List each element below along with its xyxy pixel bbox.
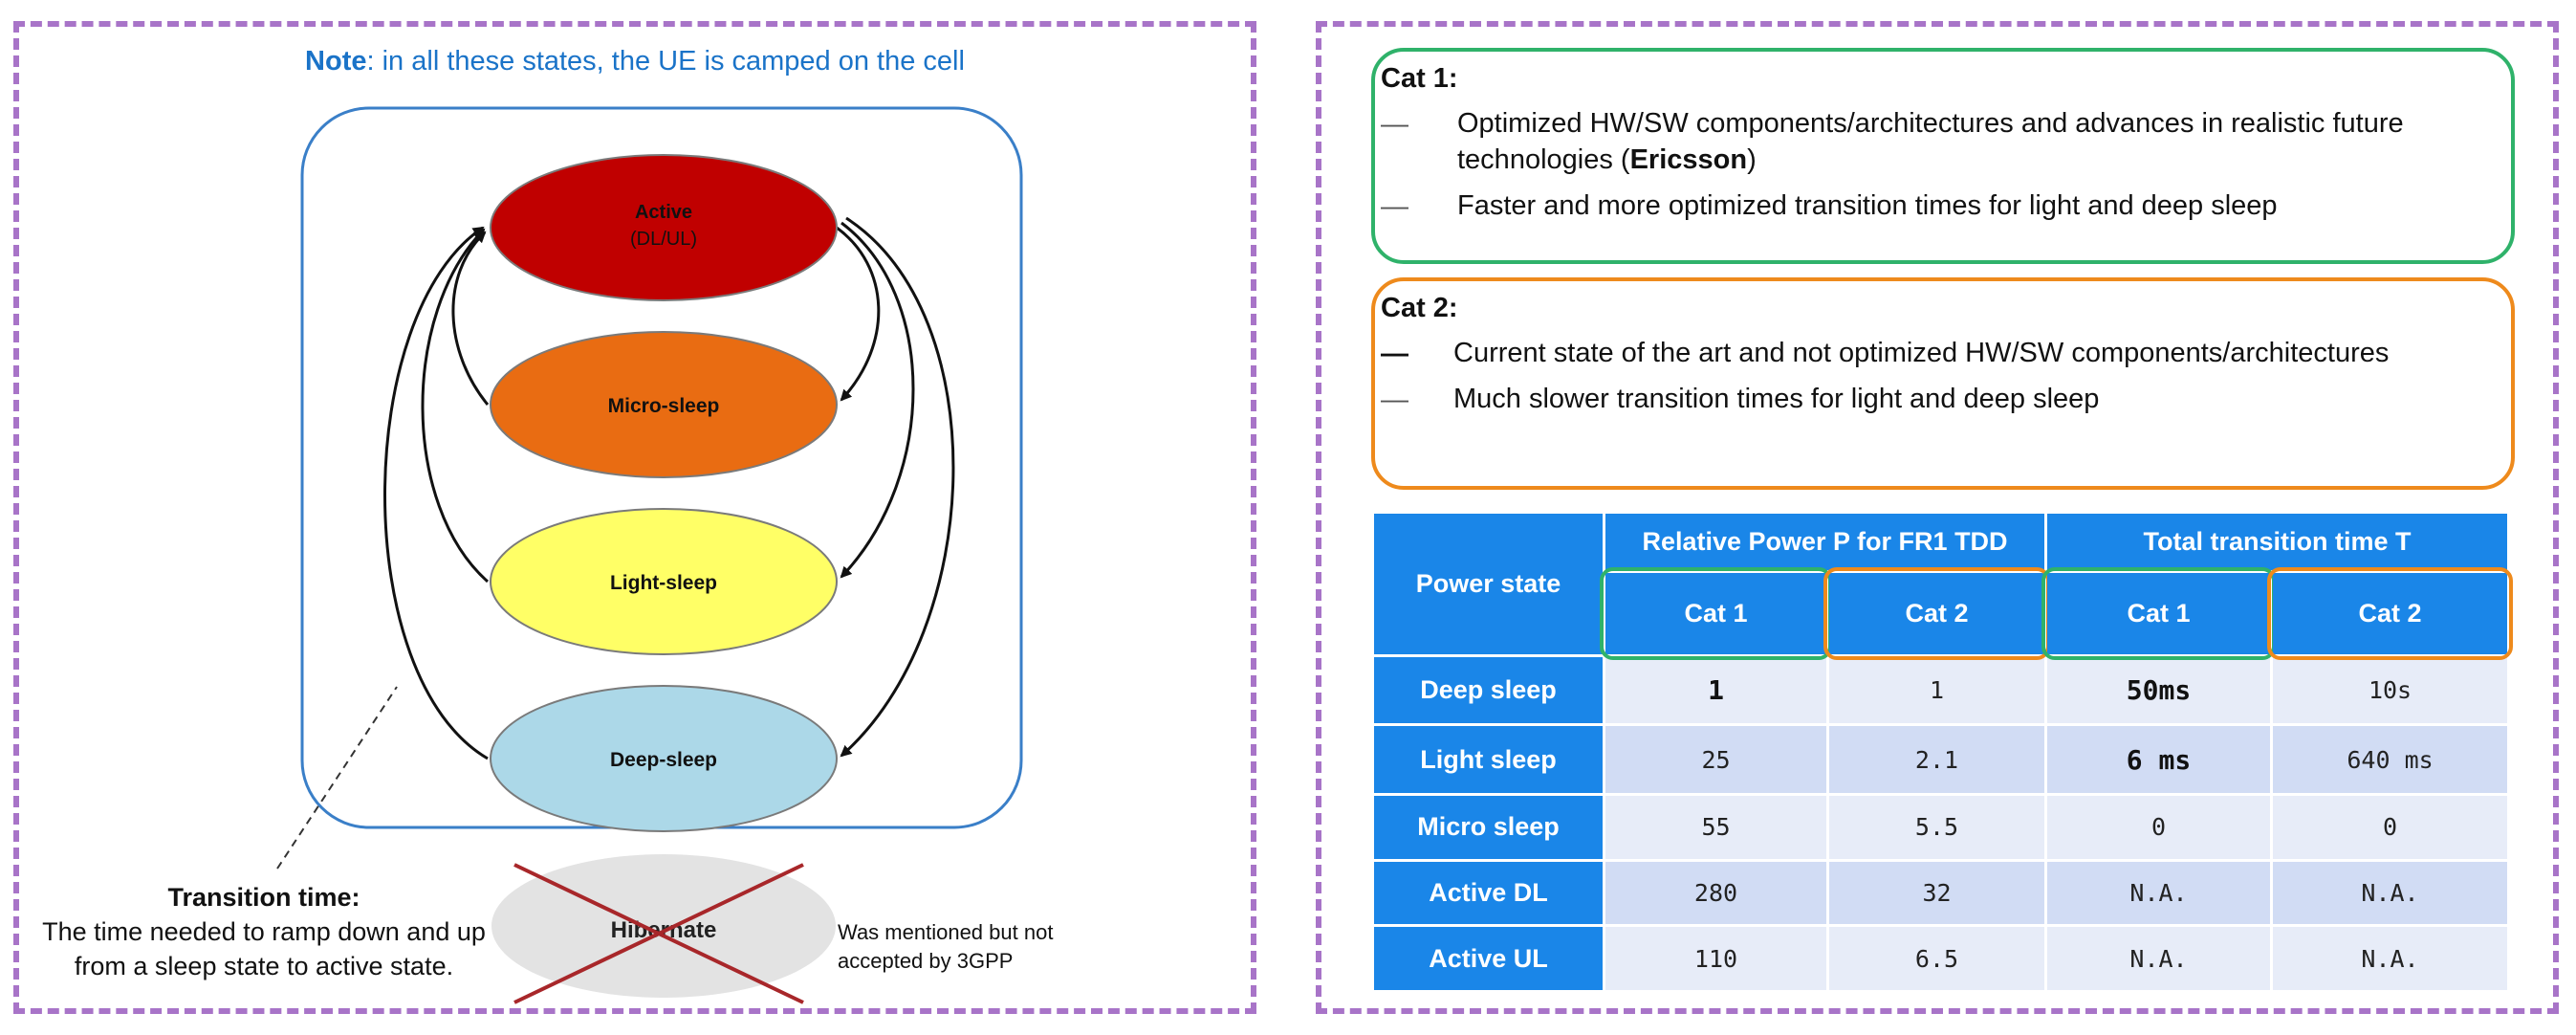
header-relative-power: Relative Power P for FR1 TDD: [1602, 511, 2048, 573]
transition-pointer: [276, 686, 398, 870]
table-cell: 280: [1603, 858, 1829, 928]
cat2-box: Cat 2: — Current state of the art and no…: [1371, 277, 2515, 490]
state-light-sleep: [490, 508, 838, 655]
arrow-active-to-light: [840, 221, 915, 579]
arrow-active-to-deep: [840, 216, 955, 758]
hibernate-note: Was mentioned but not accepted by 3GPP: [838, 920, 1054, 973]
subheader-time-cat1: Cat 1: [2041, 567, 2277, 660]
arrow-deep-to-active: [383, 226, 489, 760]
state-active: [490, 154, 838, 301]
state-deep-label: Deep-sleep: [610, 749, 717, 771]
transition-title: Transition time:: [167, 883, 360, 912]
arrow-active-to-micro: [836, 226, 881, 402]
table-cell: 640 ms: [2270, 723, 2511, 796]
hibernate-cross-line-2: [513, 863, 804, 1004]
row-state: Active DL: [1371, 858, 1605, 928]
row-state: Deep sleep: [1371, 653, 1605, 727]
table-cell: 25: [1603, 723, 1829, 796]
subheader-power-cat1: Cat 1: [1600, 567, 1832, 660]
table-cell: N.A.: [2044, 858, 2274, 928]
state-micro-sleep: [490, 331, 838, 478]
table-cell: 0: [2044, 792, 2274, 862]
header-power-state: Power state: [1371, 511, 1605, 657]
subheader-power-cat2: Cat 2: [1823, 567, 2051, 660]
arrow-micro-to-active: [451, 231, 490, 406]
table-cell: 50ms: [2044, 653, 2274, 727]
cat2-title: Cat 2:: [1381, 293, 1458, 323]
left-panel: Note: in all these states, the UE is cam…: [13, 21, 1256, 1014]
table-cell: 10s: [2270, 653, 2511, 727]
table-cell: 6 ms: [2044, 723, 2274, 796]
right-panel: Cat 1: — Optimized HW/SW components/arch…: [1316, 21, 2559, 1014]
state-diagram: Active (DL/UL) Micro-sleep Light-sleep D…: [276, 106, 1023, 1004]
row-state: Light sleep: [1371, 723, 1605, 796]
table-cell: N.A.: [2044, 924, 2274, 993]
table-cell: N.A.: [2270, 924, 2511, 993]
table-row: Deep sleep 1 1 50ms 10s: [1371, 653, 2511, 727]
state-deep-sleep: [490, 685, 838, 832]
table-cell: 0: [2270, 792, 2511, 862]
row-state: Micro sleep: [1371, 792, 1605, 862]
power-table: Power state Relative Power P for FR1 TDD…: [1371, 511, 2514, 993]
cat2-dash-2: —: [1381, 385, 1408, 415]
table-cell: 1: [1825, 653, 2048, 727]
state-active-label: Active: [635, 202, 692, 223]
table-cell: 1: [1603, 653, 1829, 727]
table-row: Active UL 110 6.5 N.A. N.A.: [1371, 924, 2511, 993]
table-cell: 55: [1603, 792, 1829, 862]
cat1-dash-1: —: [1381, 109, 1408, 140]
cat2-dash-1: —: [1381, 339, 1408, 369]
table-row: Light sleep 25 2.1 6 ms 640 ms: [1371, 723, 2511, 796]
row-state: Active UL: [1371, 924, 1605, 993]
table-row: Micro sleep 55 5.5 0 0: [1371, 792, 2511, 862]
state-light-label: Light-sleep: [610, 572, 717, 594]
cat1-box: Cat 1: — Optimized HW/SW components/arch…: [1371, 48, 2515, 264]
cat2-item-2: Much slower transition times for light a…: [1453, 384, 2100, 414]
cat1-title: Cat 1:: [1381, 63, 1458, 94]
header-transition-time: Total transition time T: [2044, 511, 2511, 573]
table-cell: 5.5: [1825, 792, 2048, 862]
cat2-item-1: Current state of the art and not optimiz…: [1453, 338, 2390, 368]
table-row: Active DL 280 32 N.A. N.A.: [1371, 858, 2511, 928]
state-micro-label: Micro-sleep: [608, 395, 720, 417]
state-active-sublabel: (DL/UL): [630, 229, 697, 250]
arrow-light-to-active: [421, 228, 489, 584]
transition-caption: Transition time: The time needed to ramp…: [25, 880, 503, 983]
subheader-time-cat2: Cat 2: [2267, 567, 2514, 660]
note-text: Note: in all these states, the UE is cam…: [305, 46, 965, 77]
cat1-dash-2: —: [1381, 191, 1408, 222]
table-cell: 110: [1603, 924, 1829, 993]
transition-text: The time needed to ramp down and up from…: [42, 917, 486, 980]
table-cell: 32: [1825, 858, 2048, 928]
cat1-item-2: Faster and more optimized transition tim…: [1457, 190, 2278, 221]
table-cell: 6.5: [1825, 924, 2048, 993]
table-cell: 2.1: [1825, 723, 2048, 796]
table-cell: N.A.: [2270, 858, 2511, 928]
cat1-item-1: Optimized HW/SW components/architectures…: [1457, 108, 2404, 175]
